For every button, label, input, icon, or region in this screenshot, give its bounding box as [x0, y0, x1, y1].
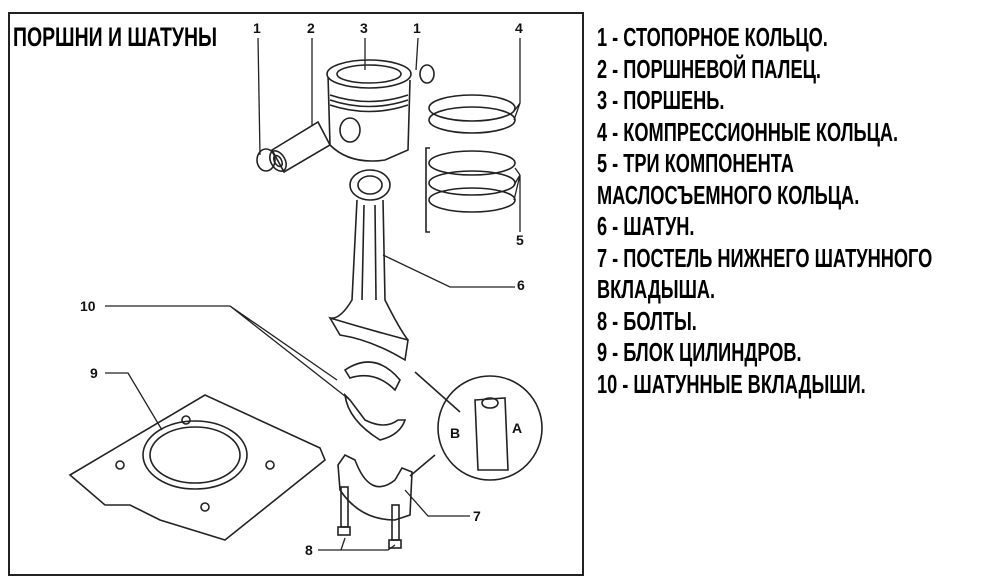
detail-label-b: B: [450, 425, 461, 441]
bearing-shells: [343, 361, 407, 441]
legend: 1 - СТОПОРНОЕ КОЛЬЦО. 2 - ПОРШНЕВОЙ ПАЛЕ…: [597, 22, 984, 400]
legend-item-3: 3 - ПОРШЕНЬ.: [597, 85, 725, 115]
compression-rings: [428, 94, 516, 134]
bearing-cap: [337, 453, 413, 521]
callout-3: 3: [360, 20, 368, 36]
legend-item-8: 8 - БОЛТЫ.: [597, 305, 697, 336]
diagram-title: ПОРШНИ И ШАТУНЫ: [13, 22, 218, 52]
legend-item-10: 10 - ШАТУННЫЕ ВКЛАДЫШИ.: [597, 368, 866, 399]
piston-pin: [269, 120, 332, 174]
connecting-rod: [328, 169, 409, 362]
piston: [326, 59, 412, 162]
callout-2: 2: [307, 20, 315, 36]
legend-item-2: 2 - ПОРШНЕВОЙ ПАЛЕЦ.: [597, 53, 821, 84]
callout-6: 6: [517, 277, 525, 293]
oil-control-ring: [425, 147, 516, 233]
legend-item-7-cont: ВКЛАДЫША.: [597, 274, 716, 304]
bolts: [337, 486, 402, 549]
legend-item-7: 7 - ПОСТЕЛЬ НИЖНЕГО ШАТУННОГО: [597, 242, 933, 273]
cylinder-block: [68, 394, 326, 541]
callout-10: 10: [80, 298, 96, 314]
detail-label-a: A: [512, 420, 523, 436]
callout-7: 7: [473, 508, 481, 524]
callout-1-right: 1: [413, 20, 421, 36]
legend-item-1: 1 - СТОПОРНОЕ КОЛЬЦО.: [597, 22, 828, 52]
legend-item-4: 4 - КОМПРЕССИОННЫЕ КОЛЬЦА.: [597, 116, 899, 147]
detail-circle: [409, 371, 543, 481]
circlip-right: [419, 64, 435, 84]
legend-item-9: 9 - БЛОК ЦИЛИНДРОВ.: [597, 337, 802, 367]
legend-item-6: 6 - ШАТУН.: [597, 211, 695, 241]
legend-item-5: 5 - ТРИ КОМПОНЕНТА: [597, 148, 794, 178]
diagram-frame: [8, 12, 584, 576]
callout-4: 4: [515, 20, 523, 36]
callout-5: 5: [516, 232, 524, 248]
legend-item-5-cont: МАСЛОСЪЕМНОГО КОЛЬЦА.: [597, 179, 860, 210]
callout-9: 9: [90, 365, 98, 381]
leader-lines: [105, 37, 521, 551]
callout-1-left: 1: [253, 20, 261, 36]
piston-conrod-drawing: [68, 37, 543, 551]
callout-8: 8: [305, 542, 313, 558]
circlip-left: [256, 148, 276, 172]
